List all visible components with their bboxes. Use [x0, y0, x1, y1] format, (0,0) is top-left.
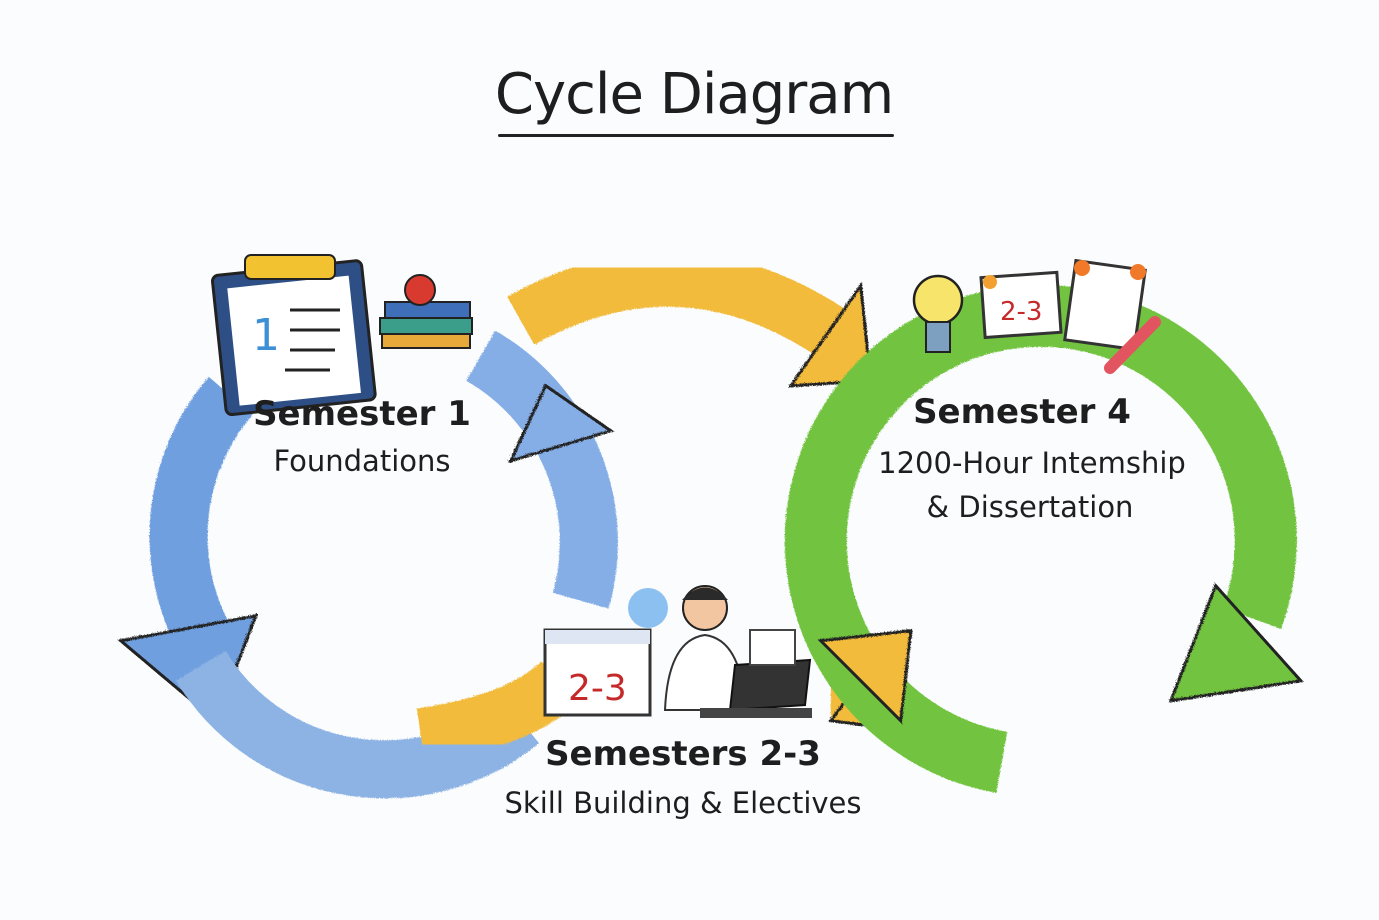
- svg-text:2-3: 2-3: [1000, 297, 1042, 327]
- stage-4-subtitle-line1: 1200-Hour Intemship: [878, 446, 1186, 480]
- stage-1-subtitle: Foundations: [273, 444, 451, 478]
- semester-1-arrow: [116, 329, 618, 798]
- title-underline: [498, 134, 894, 137]
- stage-4-subtitle-line2: & Dissertation: [926, 490, 1134, 524]
- books-apple-icon: [379, 274, 473, 349]
- svg-text:1: 1: [252, 310, 280, 361]
- stage-2-subtitle: Skill Building & Electives: [504, 786, 862, 820]
- stage-2-heading: Semesters 2-3: [545, 734, 821, 774]
- checklist-icon: [1063, 258, 1147, 352]
- calendar-icon: 2-3: [979, 270, 1063, 340]
- transition-arrow-top: [506, 250, 872, 387]
- lightbulb-icon: [912, 274, 964, 353]
- stage-4-heading: Semester 4: [913, 392, 1131, 432]
- student-laptop-icon: 2-3: [543, 585, 812, 718]
- svg-text:2-3: 2-3: [568, 668, 627, 709]
- stage-1-heading: Semester 1: [253, 394, 471, 434]
- diagram-title: Cycle Diagram: [494, 62, 894, 127]
- clipboard-icon: 1: [211, 254, 377, 417]
- pencil-icon: [1104, 316, 1161, 374]
